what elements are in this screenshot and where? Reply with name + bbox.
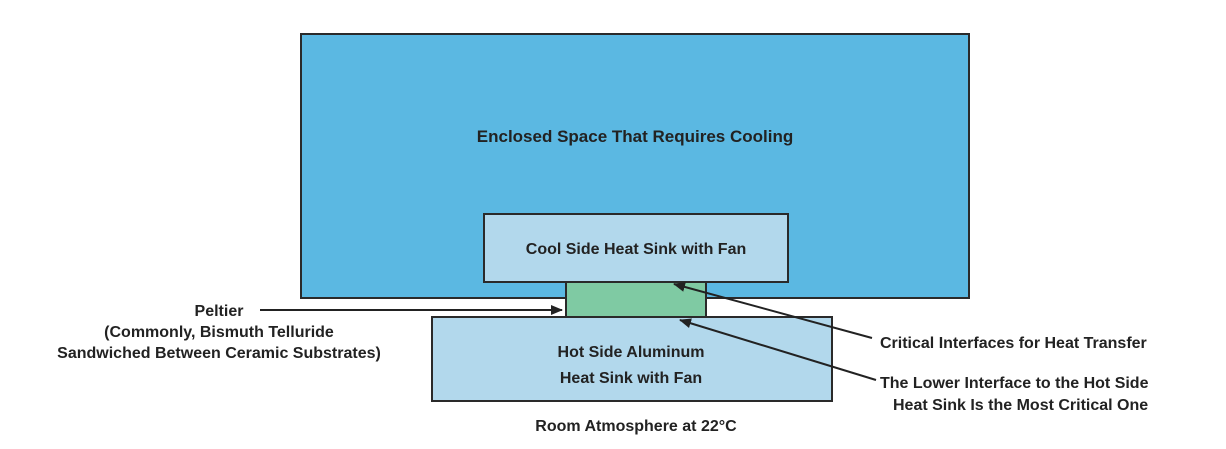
lower-interface-arrow [679,318,877,381]
lower-interface-label-line2: Heat Sink Is the Most Critical One [893,397,1148,414]
room-atmosphere-label: Room Atmosphere at 22°C [535,418,737,435]
hot-side-heat-sink-label-line1: Hot Side Aluminum [558,344,705,361]
peltier-desc-line1: (Commonly, Bismuth Telluride [104,324,334,341]
cool-side-heat-sink [483,213,789,283]
peltier-label: Peltier [195,303,244,320]
critical-interfaces-label: Critical Interfaces for Heat Transfer [880,335,1147,352]
critical-interfaces-arrow [673,282,873,339]
lower-interface-label-line1: The Lower Interface to the Hot Side [880,375,1149,392]
hot-side-heat-sink-label-line2: Heat Sink with Fan [560,370,702,387]
peltier-desc-line2: Sandwiched Between Ceramic Substrates) [57,345,381,362]
cool-side-heat-sink-label: Cool Side Heat Sink with Fan [526,241,746,258]
enclosed-space-label: Enclosed Space That Requires Cooling [477,127,793,146]
hot-side-heat-sink [431,316,833,402]
